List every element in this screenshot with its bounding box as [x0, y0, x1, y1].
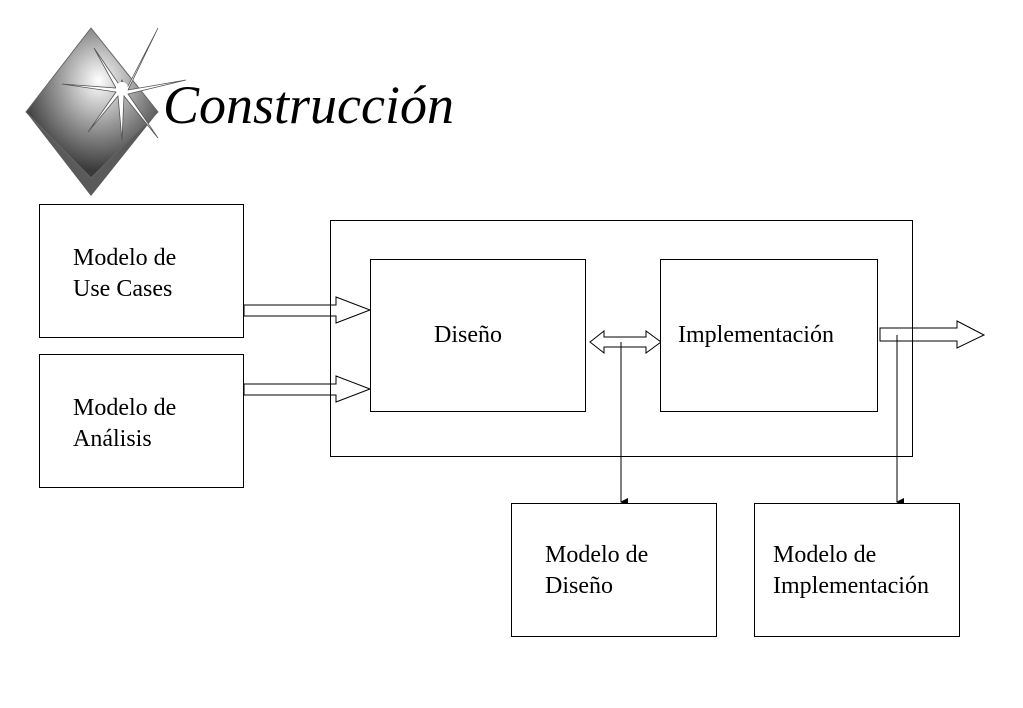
box-modelo-diseno: Modelo de Diseño	[511, 503, 717, 637]
arrow-implementacion-out	[879, 320, 986, 349]
box-label-line1: Modelo de	[773, 542, 877, 568]
arrow-use-cases-to-diseno	[243, 296, 372, 324]
box-label-line1: Modelo de	[545, 542, 649, 568]
box-modelo-analisis: Modelo de Análisis	[39, 354, 244, 488]
box-label-line2: Use Cases	[73, 276, 173, 302]
box-diseno-label: Diseño	[434, 322, 502, 348]
diamond-star-logo-icon	[25, 27, 187, 196]
box-label-line2: Diseño	[545, 573, 613, 599]
box-implementacion: Implementación	[660, 259, 878, 412]
box-modelo-use-cases: Modelo de Use Cases	[39, 204, 244, 338]
box-implementacion-label: Implementación	[678, 322, 834, 348]
box-label-line1: Modelo de	[73, 245, 177, 271]
process-container	[330, 220, 913, 457]
box-label-line1: Modelo de	[73, 395, 177, 421]
slide-title: Construcción	[163, 75, 454, 135]
arrow-analisis-to-diseno	[243, 375, 372, 403]
box-label-line2: Análisis	[73, 426, 152, 452]
box-modelo-implementacion: Modelo de Implementación	[754, 503, 960, 637]
box-diseno: Diseño	[370, 259, 586, 412]
box-label-line2: Implementación	[773, 573, 929, 599]
